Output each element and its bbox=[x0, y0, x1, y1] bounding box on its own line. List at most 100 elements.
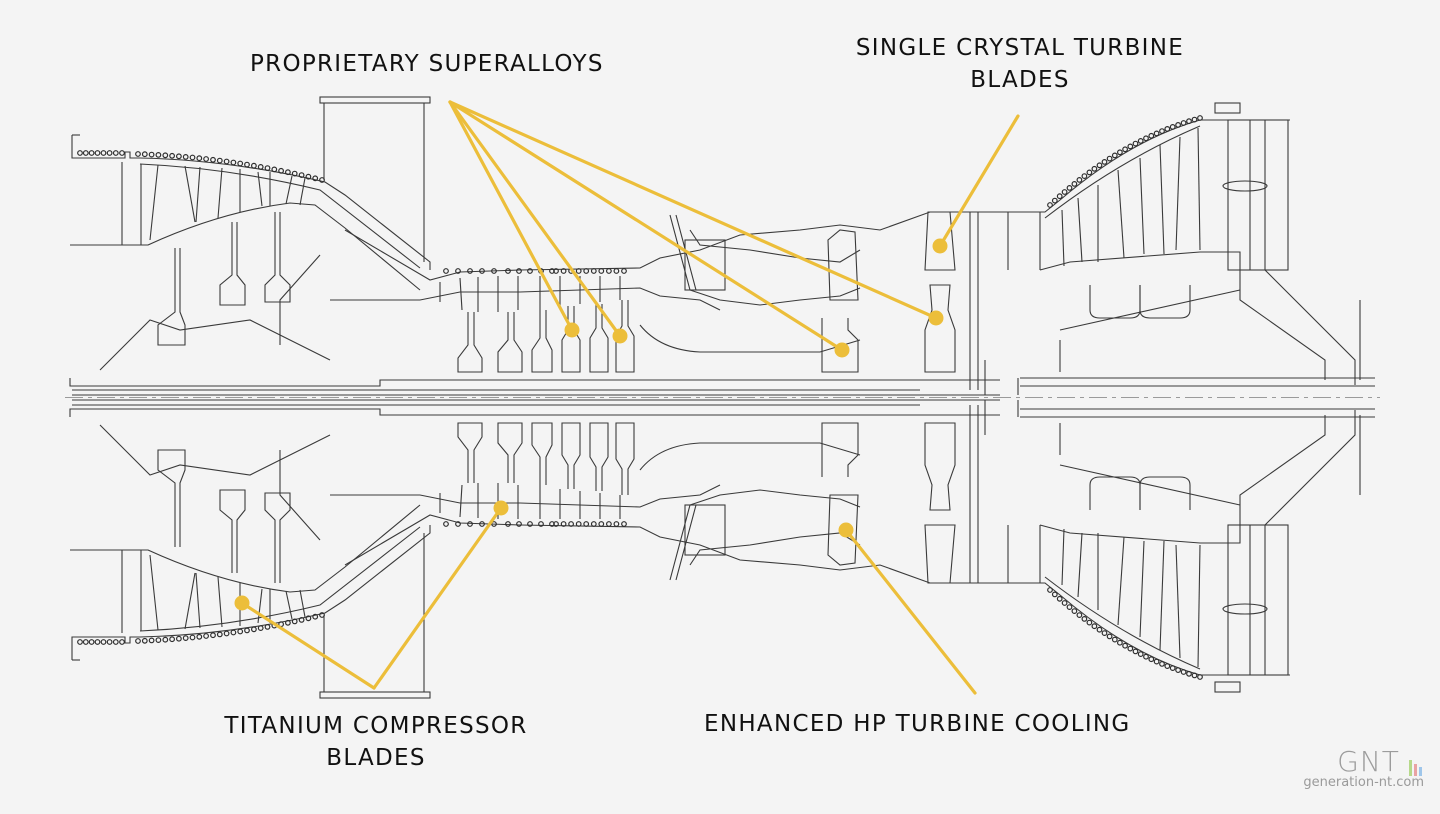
rivet bbox=[1148, 132, 1155, 139]
rivet bbox=[1159, 661, 1165, 667]
rivet bbox=[82, 639, 89, 645]
rivet bbox=[94, 150, 101, 156]
rivet bbox=[1164, 125, 1171, 132]
rivet bbox=[583, 521, 590, 527]
rivet bbox=[250, 626, 257, 633]
rivet bbox=[88, 150, 95, 156]
callout-leader-line bbox=[938, 114, 1020, 248]
rivet bbox=[162, 152, 169, 159]
label-single-crystal-turbine-blades: SINGLE CRYSTAL TURBINE BLADES bbox=[836, 32, 1204, 96]
lp-turbine-casing-inner bbox=[1044, 125, 1201, 219]
rivet bbox=[271, 166, 278, 173]
rivet bbox=[1186, 670, 1192, 677]
rivet bbox=[560, 268, 567, 274]
rivet bbox=[1106, 155, 1113, 162]
rivet bbox=[135, 151, 141, 157]
rivet bbox=[305, 173, 312, 180]
rivet bbox=[1101, 630, 1108, 636]
callout-dot-combustor-rear bbox=[834, 342, 850, 358]
hp-turbine-blade-upper bbox=[924, 211, 956, 271]
rivet bbox=[1086, 619, 1093, 626]
rivet bbox=[1137, 137, 1144, 144]
watermark: GNT generation-nt.com bbox=[1303, 748, 1424, 790]
rivet bbox=[1076, 176, 1083, 183]
rivet bbox=[169, 636, 176, 643]
rivet bbox=[312, 175, 319, 182]
rivet bbox=[1066, 184, 1073, 191]
rivet bbox=[312, 613, 319, 620]
rivet bbox=[1056, 193, 1063, 200]
rivet bbox=[141, 151, 148, 158]
watermark-bars-icon bbox=[1409, 757, 1424, 776]
rivet bbox=[553, 268, 559, 274]
rivet bbox=[1180, 669, 1187, 675]
rivet bbox=[491, 521, 497, 527]
rivet bbox=[606, 521, 612, 527]
rivet bbox=[479, 268, 485, 274]
rivet bbox=[305, 615, 312, 622]
rivet bbox=[516, 521, 522, 527]
callout-leader-line bbox=[448, 100, 938, 320]
label-line: SINGLE CRYSTAL TURBINE bbox=[855, 35, 1185, 61]
exhaust-frame bbox=[1227, 119, 1289, 271]
rivet bbox=[1143, 135, 1149, 142]
rivet bbox=[598, 521, 605, 527]
rivet bbox=[94, 639, 101, 645]
rivet bbox=[112, 150, 119, 156]
rivet bbox=[1086, 169, 1093, 176]
label-enhanced-hp-turbine-cooling: ENHANCED HP TURBINE COOLING bbox=[704, 708, 1131, 740]
rivet bbox=[77, 150, 83, 156]
rivet bbox=[77, 639, 83, 645]
rivet bbox=[175, 635, 182, 642]
combustor-liner bbox=[689, 229, 861, 263]
accessory-duct bbox=[319, 96, 431, 104]
rivet bbox=[298, 617, 305, 623]
shaft-upper bbox=[69, 378, 1000, 387]
rivet bbox=[613, 521, 620, 527]
rivet bbox=[106, 639, 113, 645]
rivet bbox=[100, 639, 107, 645]
rivet bbox=[210, 632, 216, 639]
rivet bbox=[216, 631, 223, 638]
rivet bbox=[1047, 202, 1053, 208]
rivet bbox=[230, 629, 237, 636]
rivet bbox=[257, 625, 264, 631]
rear-frame bbox=[1239, 270, 1326, 380]
callout-leader-line bbox=[448, 100, 844, 352]
rivet bbox=[82, 150, 89, 156]
rivet bbox=[1051, 197, 1058, 204]
rivet bbox=[264, 165, 271, 172]
rivet bbox=[112, 639, 119, 645]
rivet bbox=[1066, 604, 1073, 610]
rivet bbox=[1175, 667, 1181, 673]
rivet bbox=[467, 268, 473, 274]
rivet bbox=[169, 152, 176, 159]
rivet bbox=[189, 154, 196, 161]
rivet bbox=[119, 639, 125, 645]
rivet bbox=[1159, 128, 1165, 135]
rivet bbox=[223, 158, 230, 165]
core-duct bbox=[344, 211, 970, 281]
rivet bbox=[244, 627, 250, 634]
rivet bbox=[1071, 608, 1078, 614]
rivet bbox=[135, 638, 141, 644]
rivet bbox=[505, 521, 511, 527]
rivet bbox=[1111, 152, 1118, 159]
rivet bbox=[1191, 116, 1198, 123]
rivet bbox=[455, 268, 461, 274]
rivet bbox=[119, 150, 125, 156]
rivet bbox=[1051, 591, 1058, 598]
watermark-bar bbox=[1419, 767, 1422, 776]
rivet bbox=[291, 618, 298, 625]
rivet bbox=[621, 268, 627, 274]
rivet bbox=[1153, 130, 1160, 137]
callout-dot-hp-turbine-nozzle bbox=[838, 522, 854, 538]
rivet bbox=[1081, 173, 1088, 180]
rivet bbox=[1175, 121, 1181, 128]
rivet bbox=[298, 172, 305, 179]
rivet bbox=[1180, 120, 1187, 126]
rivet bbox=[319, 612, 325, 618]
rivet bbox=[1047, 587, 1053, 593]
rivet bbox=[479, 521, 485, 527]
rivet bbox=[203, 156, 210, 162]
